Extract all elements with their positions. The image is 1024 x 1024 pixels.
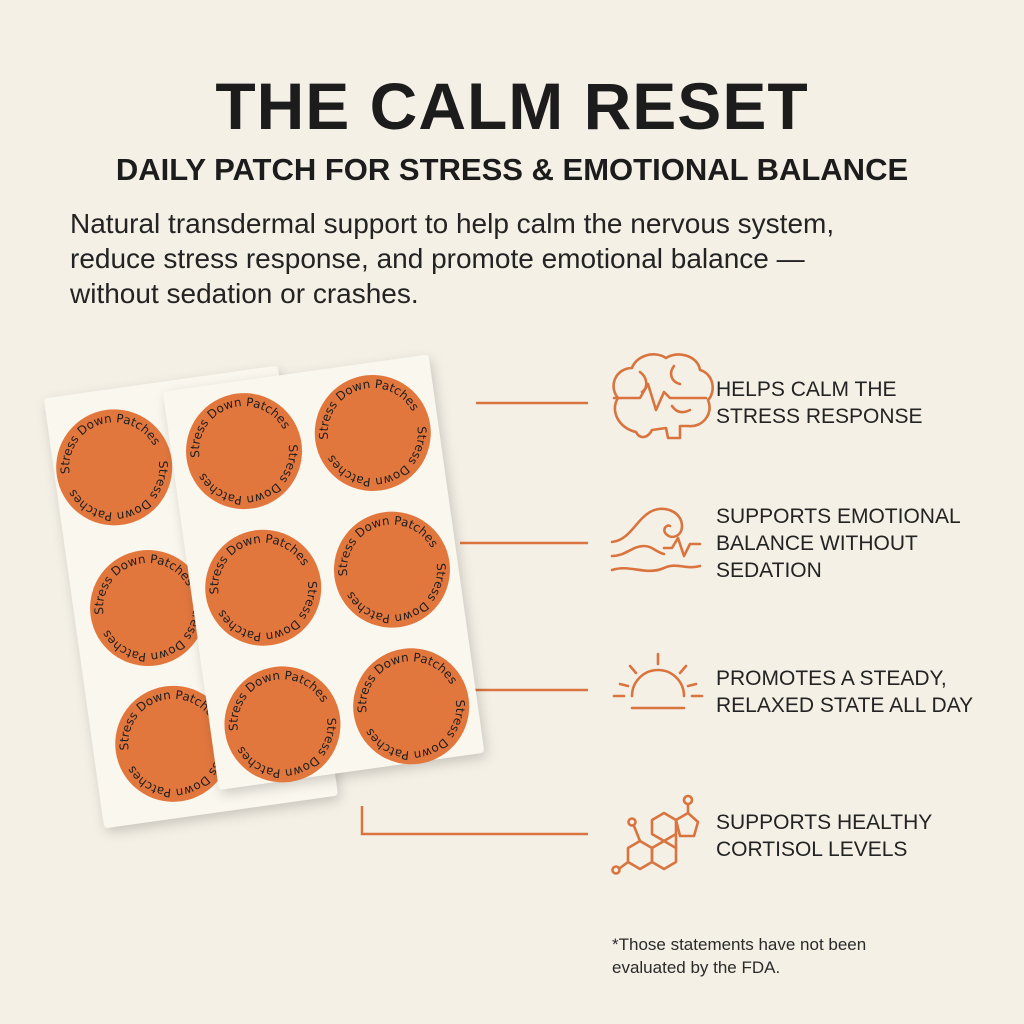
patch-disc	[186, 393, 303, 510]
cortisol-molecule-icon	[611, 794, 700, 875]
intro-text: Natural transdermal support to help calm…	[70, 206, 970, 311]
patch-disc	[333, 511, 450, 628]
intro-line: reduce stress response, and promote emot…	[70, 243, 805, 274]
benefit-line: RELAXED STATE ALL DAY	[716, 694, 974, 717]
benefit-item: PROMOTES A STEADY, RELAXED STATE ALL DAY	[716, 665, 1006, 719]
sunrise-icon	[612, 652, 704, 710]
patch-disc	[224, 666, 341, 783]
page-subtitle: DAILY PATCH FOR STRESS & EMOTIONAL BALAN…	[115, 152, 909, 187]
fda-disclaimer: *Those statements have not been evaluate…	[612, 933, 972, 979]
benefit-item: SUPPORTS EMOTIONAL BALANCE WITHOUT SEDAT…	[716, 503, 1006, 584]
brain-heartbeat-icon	[612, 353, 714, 440]
intro-line: Natural transdermal support to help calm…	[70, 208, 835, 239]
wave-icon	[610, 507, 702, 573]
patch-disc	[353, 648, 470, 765]
page-title: THE CALM RESET	[215, 69, 809, 143]
connector-lines	[360, 401, 588, 836]
benefit-item: SUPPORTS HEALTHY CORTISOL LEVELS	[716, 809, 1006, 863]
benefit-line: SUPPORTS HEALTHY	[716, 811, 933, 834]
patch-disc	[115, 685, 232, 802]
benefit-line: SUPPORTS EMOTIONAL	[716, 505, 961, 528]
patch-disc	[205, 529, 322, 646]
benefit-line: STRESS RESPONSE	[716, 405, 923, 428]
connector-line	[360, 806, 588, 836]
intro-line: without sedation or crashes.	[70, 278, 419, 309]
patch-disc	[314, 374, 431, 491]
disclaimer-line: evaluated by the FDA.	[612, 958, 781, 977]
patch-disc	[56, 409, 173, 526]
benefit-line: PROMOTES A STEADY,	[716, 667, 947, 690]
benefit-item: HELPS CALM THE STRESS RESPONSE	[716, 376, 1006, 430]
benefit-line: BALANCE WITHOUT	[716, 532, 918, 555]
disclaimer-line: *Those statements have not been	[612, 935, 867, 954]
benefit-line: SEDATION	[716, 559, 822, 582]
benefit-line: CORTISOL LEVELS	[716, 838, 908, 861]
patch-disc	[90, 550, 207, 667]
benefit-line: HELPS CALM THE	[716, 378, 897, 401]
